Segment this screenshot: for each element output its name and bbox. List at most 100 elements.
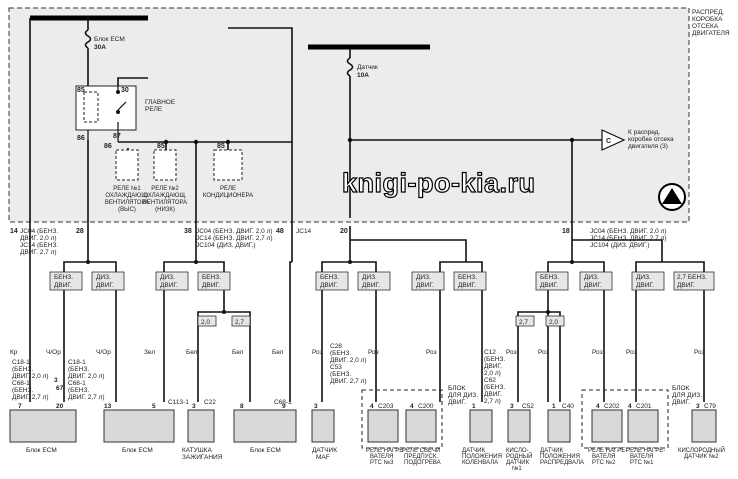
svg-text:БЕНЗ.: БЕНЗ. xyxy=(202,274,221,281)
pin-3m: 3 xyxy=(314,403,318,410)
tag-diz-4: ДИЗ.ДВИГ. xyxy=(411,271,445,291)
svg-text:ДВИГ.: ДВИГ. xyxy=(202,282,220,289)
tag-diz-3: ДИЗ.ДВИГ. xyxy=(357,271,391,291)
conn-c113: C113-1 xyxy=(168,399,189,406)
main-relay-coil-icon xyxy=(83,91,99,123)
tag-benz-1: БЕНЗ.ДВИГ. xyxy=(49,271,83,291)
svg-text:№1: №1 xyxy=(512,465,522,472)
terminal-18: 18 xyxy=(562,228,570,235)
pin-4d: 4 xyxy=(628,403,632,410)
relay-fan-low xyxy=(153,149,177,181)
jc-left-1: JC04 (БЕНЗ. xyxy=(20,228,58,235)
pin-8: 8 xyxy=(240,403,244,410)
fuse-sensor-rating: 10A xyxy=(357,72,369,79)
conn-note-maf: C28(БЕНЗ.ДВИГ. 2,0 л)C53(БЕНЗ.ДВИГ. 2,7 … xyxy=(330,343,367,385)
pin-1: 1 xyxy=(472,403,476,410)
crankshaft-sensor xyxy=(469,409,493,443)
jc-right-2: JC14 (БЕНЗ. ДВИГ. 2,7 л) xyxy=(590,235,667,242)
svg-text:БЕНЗ.: БЕНЗ. xyxy=(458,274,477,281)
tag-2-7-a: 2,7 xyxy=(231,315,251,327)
connector-c-letter: C xyxy=(606,138,611,145)
svg-text:ДВИГ. 2,0 л): ДВИГ. 2,0 л) xyxy=(12,373,49,380)
svg-text:ДИЗ.: ДИЗ. xyxy=(636,274,651,281)
pin-4a: 4 xyxy=(370,403,374,410)
relay-ac xyxy=(213,149,243,181)
svg-text:2,7 л): 2,7 л) xyxy=(484,398,501,405)
tag-2-7-b: 2,7 xyxy=(515,315,535,327)
tag-benz-3: БЕНЗ.ДВИГ. xyxy=(315,271,349,291)
conn-c79: C79 xyxy=(704,403,716,410)
wire-roz-3: Роз xyxy=(426,349,437,356)
wire-bel-2: Бел xyxy=(232,349,244,356)
pin-3: 3 xyxy=(54,377,58,384)
svg-text:ДВИГ.: ДВИГ. xyxy=(54,282,72,289)
svg-text:ДВИГ.: ДВИГ. xyxy=(320,282,338,289)
jc-left-b: JC14 xyxy=(296,228,312,235)
svg-text:(БЕНЗ.: (БЕНЗ. xyxy=(484,356,505,363)
fuse-ecm-rating: 30A xyxy=(94,44,106,51)
main-relay-pin-86: 86 xyxy=(77,135,85,142)
conn-c68: C68-1 xyxy=(274,399,292,406)
fuse-ecm-icon xyxy=(84,29,92,49)
svg-text:C62: C62 xyxy=(484,377,496,384)
svg-text:ДАТЧИК №2: ДАТЧИК №2 xyxy=(684,453,719,460)
relay-fan-high xyxy=(115,149,139,181)
fuse-sensor-icon xyxy=(346,57,354,77)
tag-benz-4: БЕНЗ.ДВИГ. xyxy=(453,271,487,291)
conn-c202: C202 xyxy=(604,403,620,410)
svg-text:2,0: 2,0 xyxy=(201,319,210,326)
ignition-coil xyxy=(187,409,215,443)
label-ecm-2: Блок ECM xyxy=(122,447,153,454)
svg-text:ВЕНТИЛЯТОРА: ВЕНТИЛЯТОРА xyxy=(143,200,187,206)
tag-diz-6: ДИЗ.ДВИГ. xyxy=(631,271,665,291)
pin-85-b: 85 xyxy=(217,143,225,150)
terminal-28: 28 xyxy=(76,228,84,235)
label-ecm-1: Блок ECM xyxy=(26,447,57,454)
wire-roz-8: Роз xyxy=(694,349,705,356)
main-relay-label-1: ГЛАВНОЕ xyxy=(145,99,176,106)
jc-mid-3: JC104 (ДИЗ. ДВИГ.) xyxy=(196,242,255,249)
terminal-20: 20 xyxy=(340,228,348,235)
pin-85-a: 85 xyxy=(157,143,165,150)
label-maf-1: ДАТЧИК xyxy=(312,447,337,454)
label-coil-1: КАТУШКА xyxy=(182,447,212,454)
svg-text:ДВИГ.: ДВИГ. xyxy=(677,282,695,289)
connector-c-label-3: двигателя (3) xyxy=(628,143,668,150)
ptc-relay-3 xyxy=(367,409,399,443)
fuse-ecm-label: Блок ECM xyxy=(94,36,125,43)
svg-text:(БЕНЗ.: (БЕНЗ. xyxy=(68,387,89,394)
svg-text:C18-1: C18-1 xyxy=(12,359,30,366)
svg-text:PTC №1: PTC №1 xyxy=(630,459,654,466)
box-label-2: КОРОБКА xyxy=(692,16,723,23)
conn-c52: C52 xyxy=(522,403,534,410)
pin-4c: 4 xyxy=(596,403,600,410)
connector-c-icon xyxy=(601,129,626,151)
diesel-block-right xyxy=(581,389,669,449)
svg-text:(БЕНЗ.: (БЕНЗ. xyxy=(12,366,33,373)
pin-67: 67 xyxy=(56,385,64,392)
box-label-4: ДВИГАТЕЛЯ xyxy=(692,30,730,37)
svg-text:(БЕНЗ.: (БЕНЗ. xyxy=(484,384,505,391)
main-relay-label-2: РЕЛЕ xyxy=(145,106,163,113)
svg-text:РЕЛЕ: РЕЛЕ xyxy=(220,186,236,192)
main-relay-pin-30: 30 xyxy=(121,87,129,94)
conn-c201: C201 xyxy=(636,403,652,410)
pin-3b: 3 xyxy=(192,403,196,410)
conn-note-left-a: C18-1(БЕНЗ.ДВИГ. 2,0 л)C68-1(БЕНЗ.ДВИГ. … xyxy=(12,359,49,401)
tag-diz-2: ДИЗ.ДВИГ. xyxy=(155,271,189,291)
ecm-unit-3 xyxy=(233,409,297,443)
jc-left-4: ДВИГ. 2,7 л) xyxy=(20,249,57,256)
diesel-block-left xyxy=(361,389,443,449)
camshaft-sensor xyxy=(547,409,571,443)
svg-text:2,7: 2,7 xyxy=(519,319,528,326)
tag-benz-2: БЕНЗ.ДВИГ. xyxy=(197,271,231,291)
svg-text:ДВИГ.: ДВИГ. xyxy=(484,391,502,398)
conn-note-left-b: C18-1(БЕНЗ.ДВИГ. 2,0 л)C68-1(БЕНЗ.ДВИГ. … xyxy=(68,359,105,401)
svg-text:БЕНЗ.: БЕНЗ. xyxy=(320,274,339,281)
pin-9: 9 xyxy=(282,403,286,410)
svg-text:РЕЛЕ №1: РЕЛЕ №1 xyxy=(113,185,141,192)
conn-c203: C203 xyxy=(378,403,394,410)
oxygen-sensor-1 xyxy=(507,409,531,443)
